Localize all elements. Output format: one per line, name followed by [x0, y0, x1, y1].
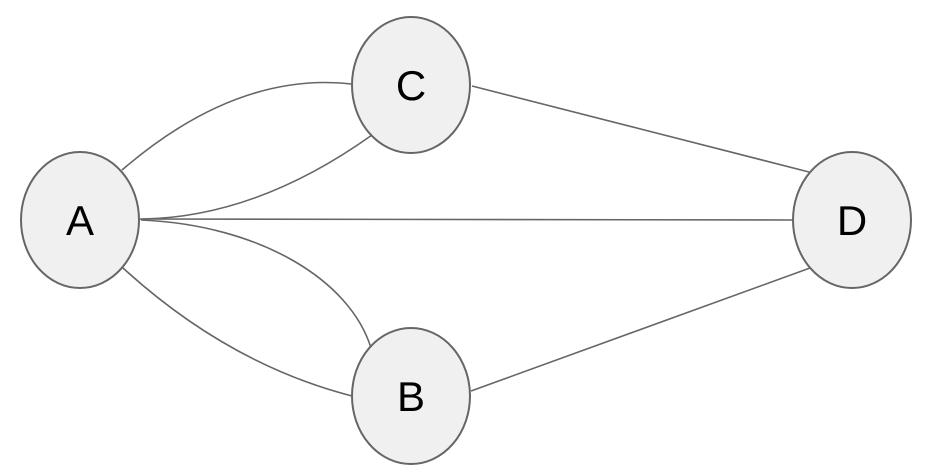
node-B[interactable]: B	[351, 327, 471, 465]
node-A[interactable]: A	[20, 151, 140, 289]
node-C-ellipse[interactable]	[351, 16, 471, 154]
node-C[interactable]: C	[351, 16, 471, 154]
edge-A-C-lower[interactable]	[142, 134, 373, 220]
nodes-layer: A C B D	[20, 16, 912, 465]
edges-layer	[121, 81, 811, 397]
edge-A-C-upper[interactable]	[121, 81, 353, 171]
node-D[interactable]: D	[792, 151, 912, 289]
edge-A-B-upper[interactable]	[140, 219, 372, 349]
node-A-ellipse[interactable]	[20, 151, 140, 289]
node-B-label: B	[397, 373, 425, 420]
edge-B-D[interactable]	[470, 267, 811, 392]
node-C-label: C	[396, 62, 426, 109]
edge-A-B-lower[interactable]	[122, 267, 353, 397]
edge-C-D[interactable]	[471, 85, 810, 173]
node-A-label: A	[66, 197, 94, 244]
node-B-ellipse[interactable]	[351, 327, 471, 465]
node-D-ellipse[interactable]	[792, 151, 912, 289]
edge-A-D[interactable]	[138, 218, 794, 221]
node-D-label: D	[837, 197, 867, 244]
